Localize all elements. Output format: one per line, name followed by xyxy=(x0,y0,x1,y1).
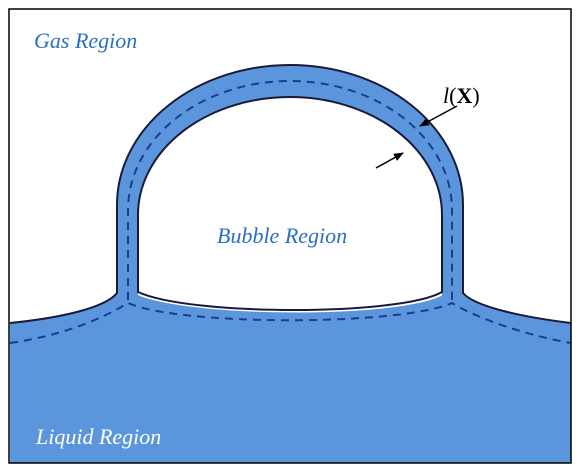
thickness-label: l(X) xyxy=(443,83,480,108)
liquid-region-label: Liquid Region xyxy=(35,424,161,449)
thickness-label-symbol: l xyxy=(443,83,449,108)
outer-interface-line xyxy=(9,64,572,324)
frame-border xyxy=(8,8,572,464)
gas-region-label: Gas Region xyxy=(34,28,137,53)
dashed-midline-bubble xyxy=(127,80,453,300)
thickness-label-open: ( xyxy=(449,83,456,108)
thickness-label-variable: X xyxy=(456,83,472,108)
thickness-arrow-outer xyxy=(419,105,458,127)
inner-interface-line xyxy=(137,96,443,311)
thickness-arrow-inner xyxy=(375,152,404,169)
thickness-label-close: ) xyxy=(472,83,479,108)
bubble-region-label: Bubble Region xyxy=(217,223,347,248)
liquid-region-body xyxy=(10,290,571,463)
bubble-interior xyxy=(138,97,442,310)
